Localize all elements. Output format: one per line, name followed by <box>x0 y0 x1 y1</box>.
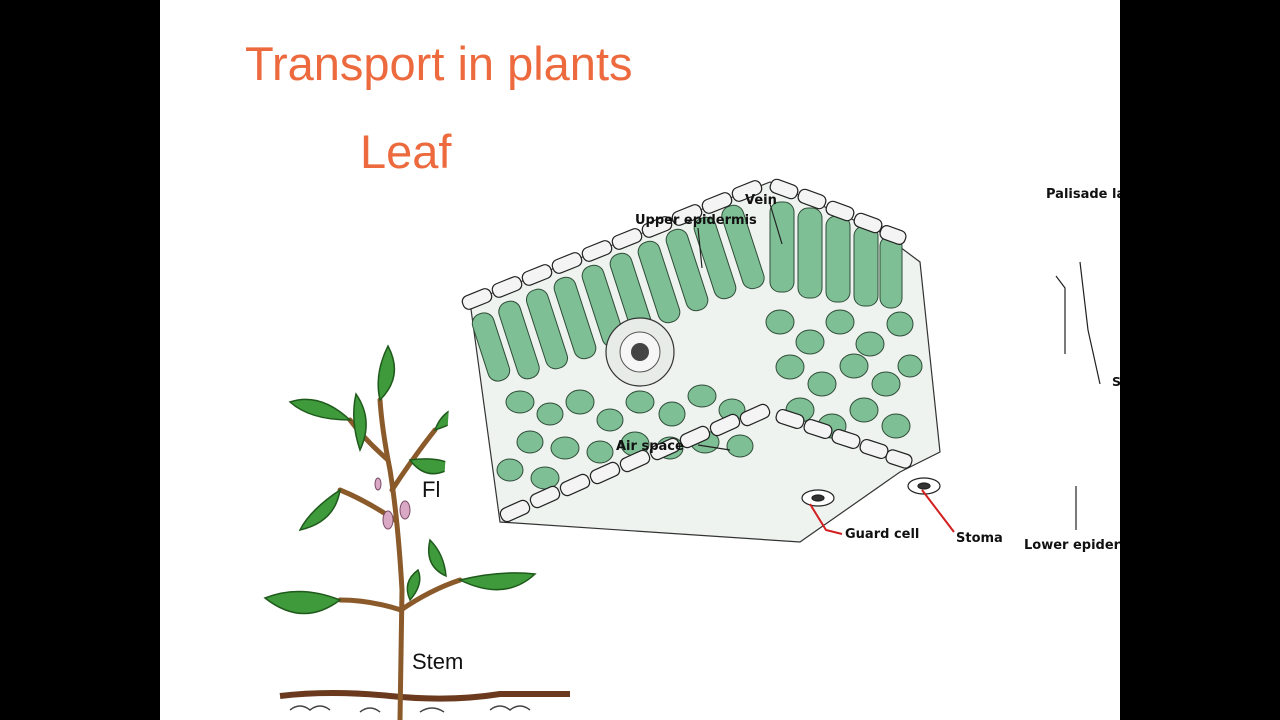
plant-label-flower: Fl <box>422 477 440 502</box>
label-spongy-layer: Spongy layer <box>1112 374 1120 389</box>
upper-epidermis-cells <box>461 178 907 310</box>
plant-label-stem: Stem <box>412 649 463 674</box>
lower-epidermis-cells <box>499 403 913 523</box>
stomata <box>801 477 941 507</box>
leaf-cross-section-diagram: Vein Upper epidermis Palisade layer Spon… <box>440 162 1120 562</box>
label-guard-cell: Guard cell <box>845 527 919 542</box>
slide-title: Transport in plants <box>245 37 633 90</box>
plant-illustration: Fl Stem <box>263 344 570 720</box>
label-stoma: Stoma <box>956 531 1003 546</box>
label-vein: Vein <box>745 193 777 208</box>
slide-subtitle: Leaf <box>360 125 452 178</box>
vein-bundle <box>605 317 675 387</box>
slide: Transport in plants <box>160 0 1120 720</box>
label-lower-epidermis: Lower epidermis <box>1024 538 1120 553</box>
label-palisade-layer: Palisade layer <box>1046 187 1120 202</box>
label-air-space: Air space <box>616 439 684 454</box>
palisade-cells <box>471 201 903 382</box>
label-upper-epidermis: Upper epidermis <box>635 213 757 228</box>
